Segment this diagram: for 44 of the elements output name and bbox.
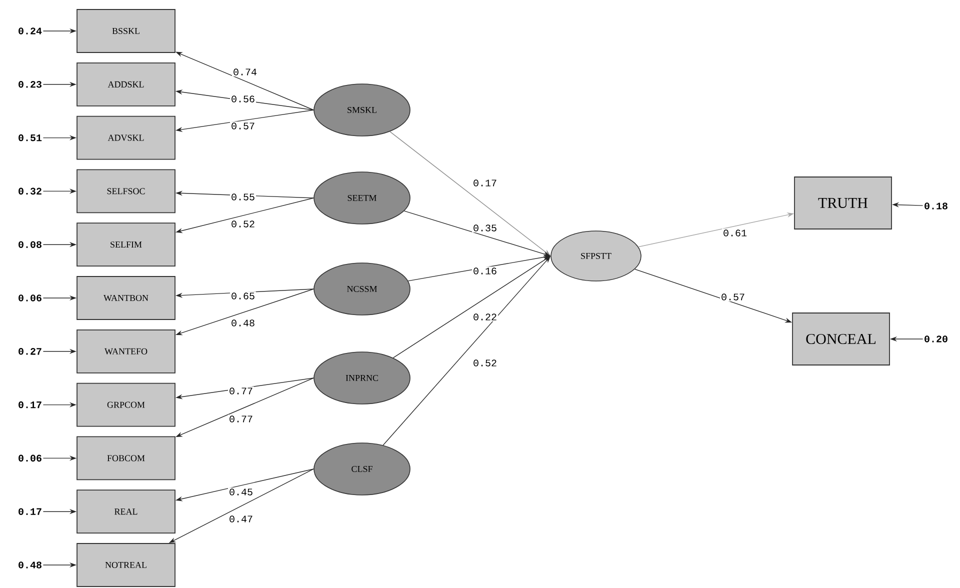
edge-label: 0.47 [228,514,254,524]
error-value: 0.27 [18,348,42,355]
edge-label: 0.57 [720,292,746,302]
edge-label: 0.57 [230,122,256,130]
outcome-box: CONCEAL [792,312,890,366]
indicator-box: GRPCOM [76,382,176,427]
error-value: 0.24 [18,28,42,34]
indicator-box: WANTEFO [76,329,176,374]
edge-label: 0.45 [228,488,254,496]
indicator-box: ADVSKL [76,116,176,160]
indicator-box: SELFIM [76,222,176,267]
error-value: 0.17 [18,508,42,515]
error-value: 0.06 [18,454,42,462]
indicator-box: NOTREAL [76,543,176,587]
indicator-box: FOBCOM [76,436,176,480]
error-value: 0.23 [18,81,42,88]
edge-label: 0.61 [722,228,748,238]
error-value: 0.32 [18,188,42,195]
error-value: 0.18 [924,202,948,210]
indicator-box: BSSKL [76,9,176,53]
error-value: 0.17 [18,401,42,408]
error-value: 0.51 [18,134,42,142]
edge-label: 0.22 [472,312,498,322]
error-value: 0.08 [18,241,42,248]
edge-label: 0.35 [472,224,498,232]
edge-label: 0.65 [230,292,256,300]
outcome-box: TRUTH [794,176,892,230]
indicator-box: SELFSOC [76,169,176,214]
error-value: 0.06 [18,294,42,302]
edge-label: 0.48 [230,318,256,328]
edge-label: 0.52 [230,220,256,228]
edge-label: 0.77 [228,414,254,424]
error-value: 0.48 [18,562,42,568]
edge-label: 0.16 [472,266,498,276]
indicator-box: REAL [76,490,176,534]
edge-label: 0.52 [472,358,498,368]
edge-label: 0.56 [230,94,256,104]
indicator-box: WANTBON [76,276,176,320]
edge-label: 0.17 [472,178,498,188]
edge-label: 0.55 [230,192,256,202]
edge-label: 0.77 [228,386,254,396]
indicator-box: ADDSKL [76,62,176,106]
error-value: 0.20 [924,336,948,342]
edge-label: 0.74 [232,68,258,76]
